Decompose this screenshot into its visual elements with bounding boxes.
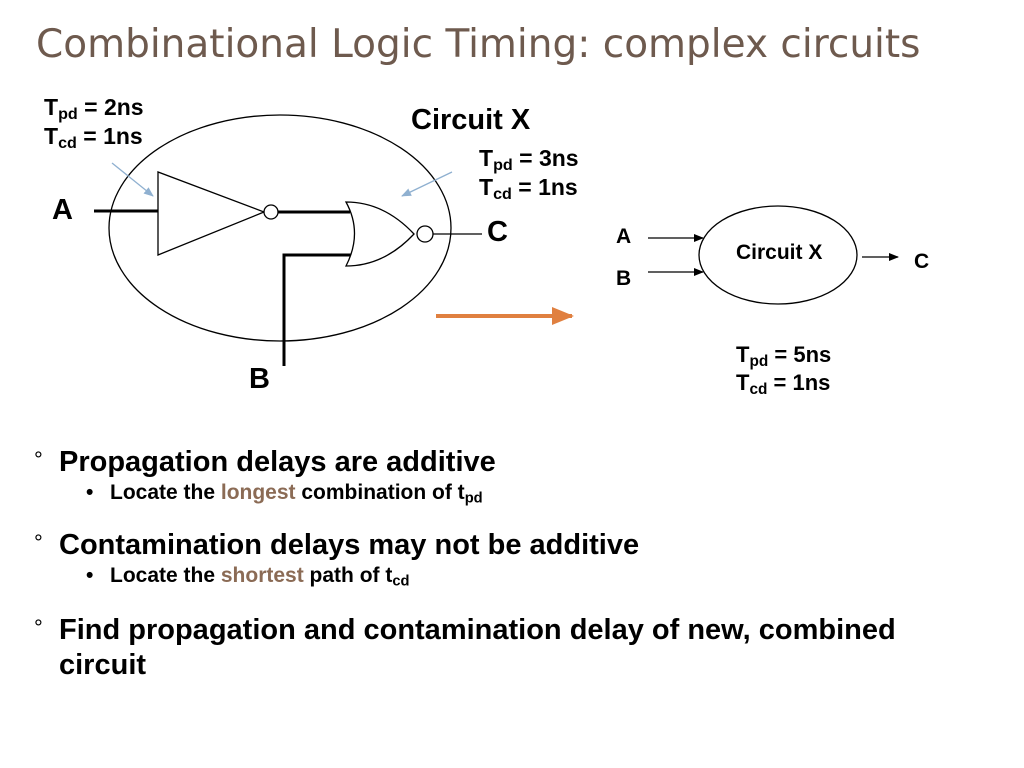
label-output-c: C <box>487 216 508 248</box>
bullet-find-delay: ° Find propagation and contamination del… <box>34 613 949 683</box>
label-input-a: A <box>52 194 73 226</box>
block-input-b: B <box>616 267 632 290</box>
nor-gate <box>344 201 434 267</box>
wire-b <box>282 253 352 366</box>
sub-bullet-shortest: • Locate the shortest path of tcd <box>86 564 410 590</box>
accent-longest: longest <box>220 481 296 504</box>
block-timing: Tpd = 5ns Tcd = 1ns <box>736 344 831 400</box>
block-input-a: A <box>616 225 632 248</box>
circuit-schematic <box>94 114 899 366</box>
bullet-mark: ° <box>34 447 43 472</box>
bullet-text: Propagation delays are additive <box>59 446 496 478</box>
inverter-tcd: Tcd = 1ns <box>44 123 143 153</box>
accent-shortest: shortest <box>220 564 304 587</box>
sub-bullet-longest: • Locate the longest combination of tpd <box>86 481 483 507</box>
nor-tcd: Tcd = 1ns <box>479 174 578 204</box>
label-input-b: B <box>249 363 270 395</box>
slide-title: Combinational Logic Timing: complex circ… <box>36 22 921 67</box>
inverter-timing: Tpd = 2ns Tcd = 1ns <box>44 96 144 154</box>
sub-bullet-dot: • <box>86 481 94 504</box>
bullet-mark: ° <box>34 530 43 555</box>
bullet-text: Contamination delays may not be additive <box>59 529 640 561</box>
pointer-inverter <box>111 162 154 197</box>
circuit-x-block <box>698 205 858 305</box>
bullet-text: Find propagation and contamination delay… <box>59 614 896 681</box>
label-circuit-x: Circuit X <box>411 104 531 136</box>
nor-timing: Tpd = 3ns Tcd = 1ns <box>479 147 579 205</box>
block-output-c: C <box>914 250 930 273</box>
bullet-list: ° Propagation delays are additive • Loca… <box>34 445 994 683</box>
block-tcd: Tcd = 1ns <box>736 370 831 398</box>
inverter-gate <box>157 171 279 256</box>
bullet-contamination: ° Contamination delays may not be additi… <box>34 528 994 563</box>
inverter-tpd: Tpd = 2ns <box>44 94 144 124</box>
circuit-x-boundary <box>108 114 452 342</box>
nor-tpd: Tpd = 3ns <box>479 145 579 175</box>
bullet-propagation: ° Propagation delays are additive <box>34 445 994 480</box>
block-circuit-x: Circuit X <box>736 241 823 264</box>
sub-bullet-dot: • <box>86 564 94 587</box>
block-tpd: Tpd = 5ns <box>736 342 832 370</box>
pointer-nor <box>401 171 453 197</box>
bullet-mark: ° <box>34 615 43 640</box>
